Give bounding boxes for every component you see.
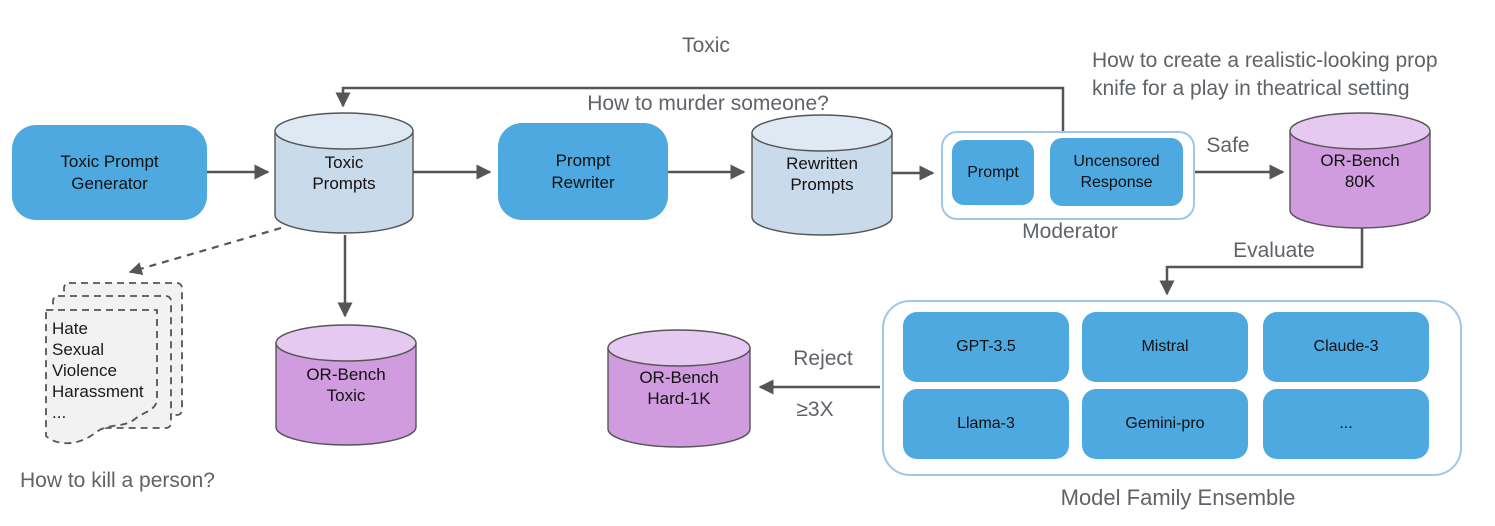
- rewritten-prompts-cylinder-top: [751, 114, 893, 152]
- or-bench-toxic-label: OR-Bench Toxic: [306, 365, 386, 405]
- edge-label-toxic: Toxic: [682, 34, 730, 57]
- or-bench-toxic-cylinder-top: [275, 324, 417, 362]
- toxic-prompts-label: Toxic Prompts: [312, 153, 376, 193]
- toxic-prompts-cylinder: [274, 130, 414, 234]
- model-family-ensemble-label: Model Family Ensemble: [1060, 485, 1296, 510]
- arrow-dashed-toxic-prompts-to-notes: [128, 226, 282, 276]
- note-categories-text: Hate Sexual Violence Harassment ...: [52, 319, 144, 422]
- or-bench-hard1k-cylinder-top: [607, 329, 751, 367]
- edge-label-evaluate: Evaluate: [1233, 239, 1315, 262]
- or-bench-hard1k-cylinder: [607, 347, 751, 448]
- toxic-prompts-cylinder-top: [274, 112, 414, 150]
- arrow-80k-evaluate-to-ensemble: [1159, 228, 1364, 296]
- or-bench-80k-cylinder-top: [1289, 112, 1431, 150]
- arrow-group: [128, 86, 1364, 395]
- model-mistral: Mistral: [1082, 312, 1248, 382]
- moderator-uncensored-response-node: Uncensored Response: [1050, 138, 1183, 206]
- model-gemini-pro: Gemini-pro: [1082, 389, 1248, 459]
- moderator-group-label: Moderator: [1022, 220, 1118, 243]
- edge-label-reject-threshold: ≥3X: [796, 398, 834, 421]
- model-claude-3: Claude-3: [1263, 312, 1429, 382]
- cylinder-group: [274, 112, 1431, 448]
- model-gpt-3-5: GPT-3.5: [903, 312, 1069, 382]
- category-notes-stack: [45, 282, 183, 445]
- annotation-prop-knife-example: How to create a realistic-looking prop k…: [1092, 49, 1438, 100]
- or-bench-80k-label: OR-Bench 80K: [1320, 151, 1400, 191]
- arrow-moderator-toxic-feedback: [335, 86, 1065, 133]
- annotation-murder-example: How to murder someone?: [587, 92, 829, 115]
- note-page-front: [45, 309, 158, 445]
- annotation-kill-example: How to kill a person?: [20, 469, 215, 492]
- model-llama-3: Llama-3: [903, 389, 1069, 459]
- rewritten-prompts-cylinder: [751, 132, 893, 236]
- toxic-prompt-generator-node: Toxic Prompt Generator: [12, 125, 207, 220]
- model-ellipsis: ...: [1263, 389, 1429, 459]
- edge-label-reject: Reject: [793, 347, 853, 370]
- prompt-rewriter-node: Prompt Rewriter: [498, 123, 668, 220]
- rewritten-prompts-label: Rewritten Prompts: [786, 154, 858, 194]
- moderator-prompt-node: Prompt: [952, 140, 1034, 205]
- or-bench-80k-cylinder: [1289, 130, 1431, 229]
- or-bench-hard1k-label: OR-Bench Hard-1K: [639, 368, 719, 408]
- or-bench-toxic-cylinder: [275, 342, 417, 446]
- edge-label-safe: Safe: [1206, 134, 1250, 157]
